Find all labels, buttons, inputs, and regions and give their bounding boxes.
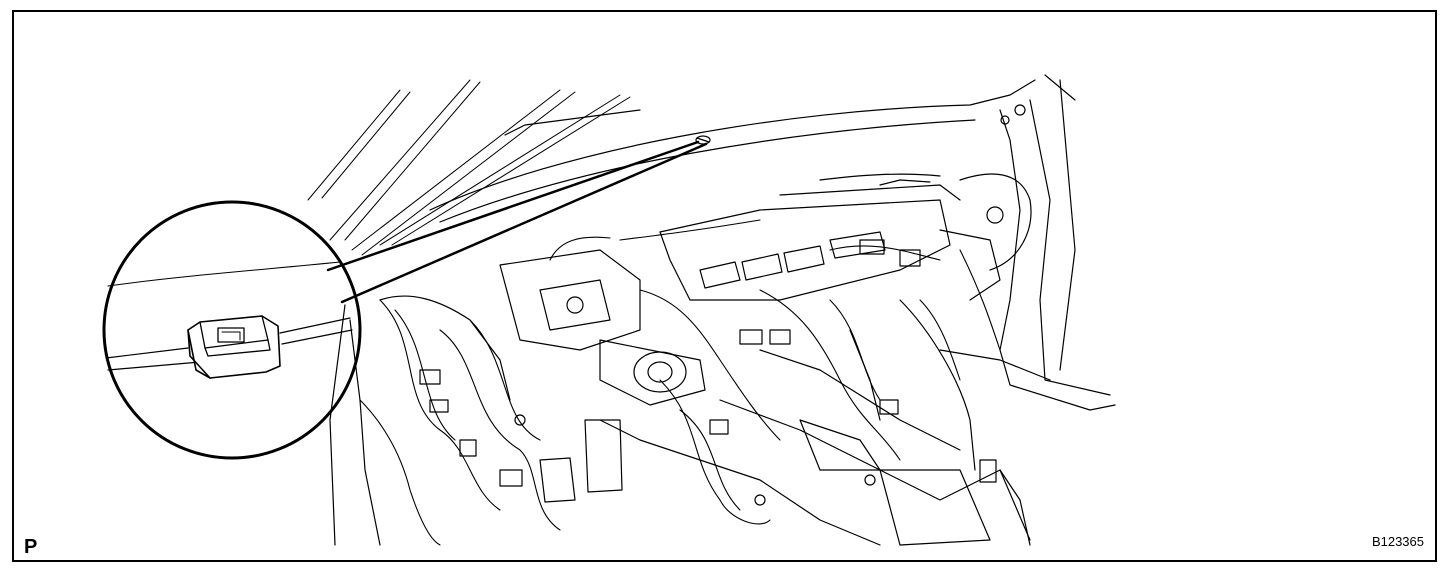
detail-magnifier-circle	[102, 200, 362, 460]
connectors-and-brackets	[419, 104, 1026, 506]
steering-column	[499, 249, 706, 503]
windshield-lines	[307, 79, 631, 256]
figure-code: B123365	[1371, 534, 1424, 549]
dashboard-cowl	[429, 74, 1116, 411]
figure-frame	[12, 10, 1437, 562]
detail-leader-lines	[326, 140, 708, 304]
heater-unit	[659, 173, 1032, 301]
view-label: P	[24, 536, 38, 558]
wire-harness	[359, 219, 1001, 546]
lower-dash-structure	[329, 295, 1051, 546]
